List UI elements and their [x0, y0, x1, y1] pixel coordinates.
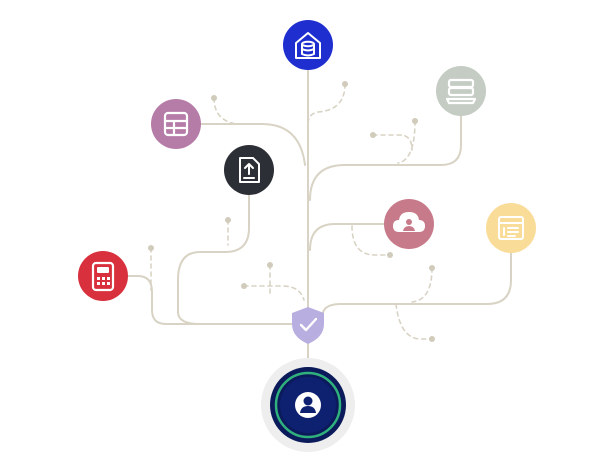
node-upload[interactable] — [224, 145, 274, 195]
dashed-connectors — [148, 81, 435, 342]
dash-dot-5 — [225, 217, 231, 223]
dash-dot-4 — [412, 118, 418, 124]
dash-11 — [395, 303, 433, 340]
dash-dot-2 — [211, 95, 217, 101]
node-table[interactable] — [151, 99, 201, 149]
browser-window-icon — [498, 216, 524, 240]
node-storage[interactable] — [436, 66, 486, 116]
storage-stack-icon — [445, 78, 477, 105]
branch-storage — [309, 115, 462, 201]
node-pos[interactable] — [78, 251, 128, 301]
node-table-circle — [151, 99, 201, 149]
table-grid-icon — [163, 111, 189, 137]
dash-2 — [213, 97, 237, 125]
branch-pos — [127, 275, 293, 325]
node-browser[interactable] — [486, 203, 536, 253]
file-upload-icon — [239, 157, 260, 183]
dash-4 — [397, 120, 416, 164]
node-database[interactable] — [283, 20, 333, 70]
security-shield — [292, 307, 324, 344]
dash-dot-8 — [267, 262, 273, 268]
dash-dot-7 — [148, 245, 154, 251]
branch-table — [200, 123, 306, 166]
dash-dot-9 — [241, 283, 247, 289]
dash-dot-1 — [342, 81, 348, 87]
shield-checkmark — [299, 317, 318, 332]
dash-dot-3 — [370, 132, 376, 138]
node-storage-circle — [436, 66, 486, 116]
hub-accent-ring — [274, 371, 342, 439]
user-icon — [295, 392, 321, 418]
hub-user-node[interactable] — [261, 358, 355, 452]
branch-upload — [177, 193, 293, 325]
database-building-icon — [295, 32, 321, 59]
nodes — [78, 20, 536, 301]
cloud-user-icon — [393, 212, 425, 232]
dash-dot-11 — [429, 336, 435, 342]
dash-10 — [411, 267, 433, 303]
node-database-circle — [283, 20, 333, 70]
node-cloud[interactable] — [384, 199, 434, 249]
node-pos-circle — [78, 251, 128, 301]
payment-terminal-icon — [91, 261, 115, 292]
dash-dot-10 — [429, 265, 435, 271]
branch-browser — [321, 252, 512, 319]
dash-dot-6 — [387, 252, 393, 258]
dash-9 — [243, 285, 305, 301]
dash-1 — [307, 83, 346, 125]
dash-6 — [351, 225, 391, 256]
dash-3 — [372, 134, 413, 151]
shield-check-icon — [292, 307, 324, 344]
branch-cloud — [309, 223, 385, 251]
